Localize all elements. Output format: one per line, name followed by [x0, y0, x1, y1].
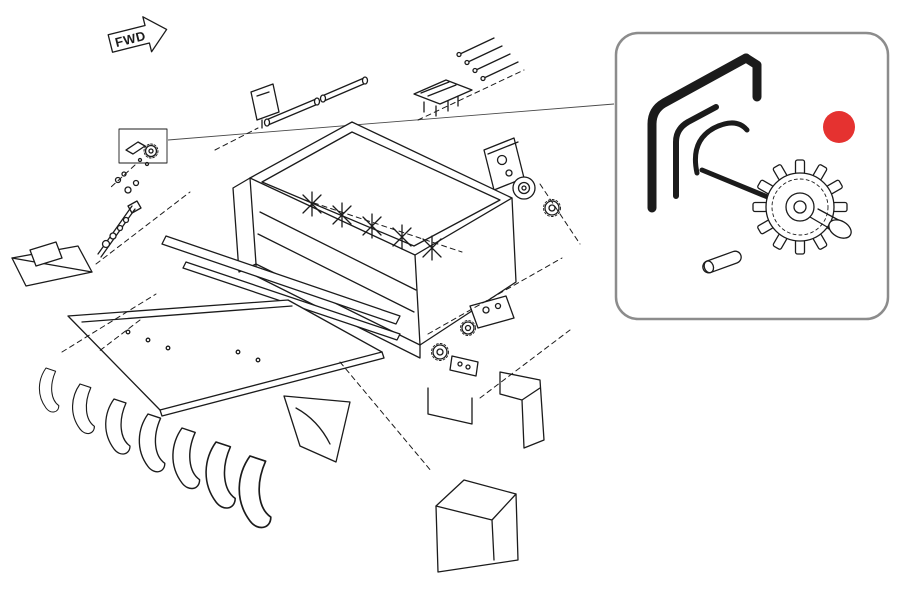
- deflector-plate: [283, 395, 351, 463]
- top-pin-set: [456, 37, 519, 82]
- top-manifold: [413, 79, 473, 117]
- top-bracket: [250, 83, 280, 129]
- idler-pulley: [512, 176, 536, 200]
- callout-shaft-rod: [699, 167, 773, 201]
- side-plate: [483, 137, 525, 191]
- callout-frame: [614, 31, 890, 321]
- bottom-shield: [435, 479, 519, 573]
- red-highlight-marker: [823, 111, 855, 143]
- slat-boards: [161, 235, 401, 341]
- hook-bracket: [499, 371, 545, 449]
- gear-small: [460, 320, 476, 336]
- left-panel: [11, 241, 93, 287]
- u-strap: [427, 387, 473, 425]
- callout-leader-line: [167, 103, 615, 141]
- mount-plate-small: [469, 295, 515, 329]
- detail-reference-part: [109, 128, 168, 189]
- callout-roll-pin: [702, 250, 742, 274]
- drive-sprocket-small: [431, 343, 479, 377]
- axis-dashed-lines: [61, 69, 581, 473]
- callout-drive-sprocket: [752, 159, 852, 255]
- detail-callout: [614, 31, 890, 321]
- callout-mount-bracket: [647, 53, 762, 213]
- top-rollers: [263, 76, 369, 127]
- left-hardware-stack: [97, 179, 142, 258]
- small-sprocket-right: [543, 199, 561, 217]
- fwd-label: FWD: [114, 28, 148, 50]
- fwd-arrow-icon: FWD: [107, 16, 168, 53]
- front-apron: [67, 299, 385, 417]
